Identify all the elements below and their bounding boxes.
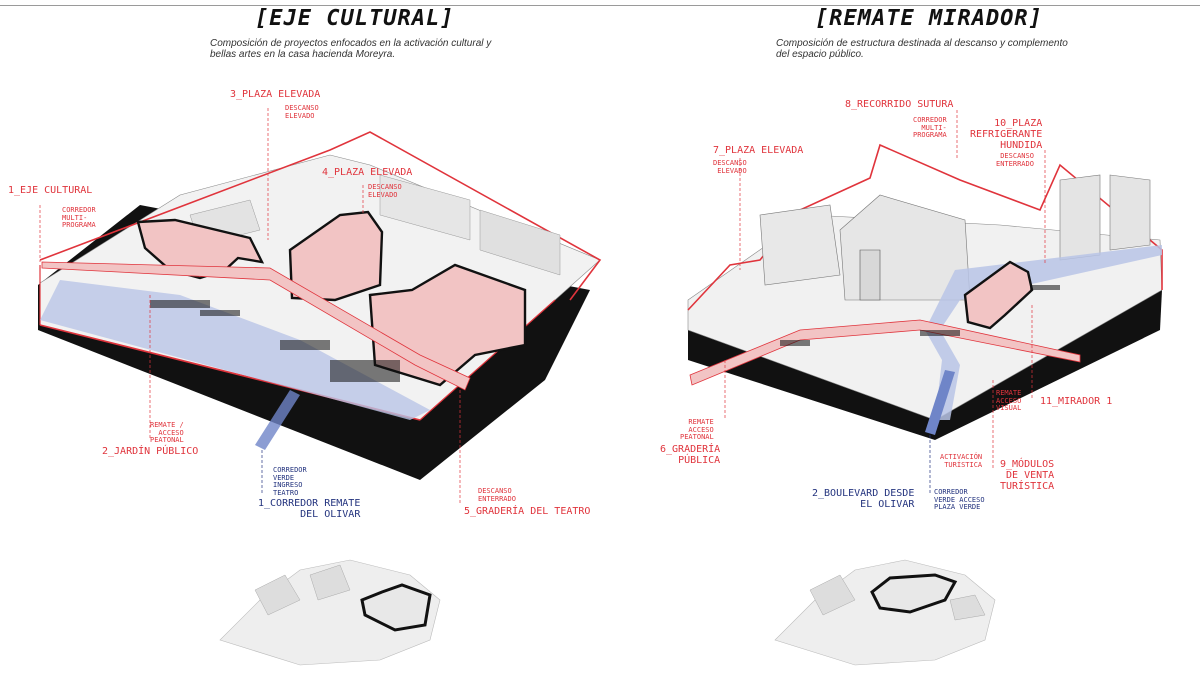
label-corredor-remate: 1_CORREDOR REMATE DEL OLIVAR — [258, 498, 361, 520]
label-boulevard-note: CORREDOR VERDE ACCESO PLAZA VERDE — [934, 488, 985, 511]
left-leader-lines — [39, 108, 461, 505]
label-graderia-teatro: 5_GRADERÍA DEL TEATRO — [464, 506, 591, 517]
left-volume-2 — [288, 210, 384, 302]
label-remate-acceso-visual: REMATE ACCESO VISUAL — [996, 389, 1022, 412]
left-pink-ribbon — [41, 261, 471, 391]
left-volume-1 — [136, 218, 265, 280]
left-axonometric — [38, 131, 602, 480]
label-recorrido-sutura: 8_RECORRIDO SUTURA — [845, 99, 954, 110]
left-subtitle: Composición de proyectos enfocados en la… — [210, 38, 492, 60]
label-mirador: 11_MIRADOR 1 — [1040, 396, 1113, 407]
right-mirador-volume — [963, 260, 1034, 330]
left-blue-plaza — [40, 280, 430, 420]
label-plaza-4-note: DESCANSO ELEVADO — [368, 183, 402, 199]
left-site-boundary — [39, 131, 602, 301]
label-plaza-elevada-4: 4_PLAZA ELEVADA — [322, 167, 413, 178]
label-modulos-venta: 9_MÓDULOS DE VENTA TURÍSTICA — [1000, 459, 1055, 492]
right-title: [REMATE MIRADOR] — [815, 6, 1043, 31]
right-subtitle: Composición de estructura destinada al d… — [776, 38, 1068, 60]
left-key-highlight — [360, 583, 432, 632]
label-jardin-publico: 2_JARDÍN PÚBLICO — [102, 446, 199, 457]
label-activacion-turistica: ACTIVACIÓN TURÍSTICA — [940, 453, 983, 469]
left-crowd — [150, 300, 400, 382]
label-plaza-7-note: DESCANSO ELEVADO — [713, 159, 747, 175]
label-plaza-10-note: DESCANSO ENTERRADO — [996, 152, 1034, 168]
right-pink-path — [689, 319, 1081, 386]
right-crowd — [780, 285, 1060, 346]
left-key-map — [219, 559, 441, 666]
right-leader-lines — [724, 110, 1046, 470]
label-descanso-enterrado-left: DESCANSO ENTERRADO — [478, 487, 516, 503]
right-key-map — [774, 559, 996, 666]
left-title: [EJE CULTURAL] — [255, 6, 455, 31]
label-plaza-refrigerante: 10_PLAZA REFRIGERANTE HUNDIDA — [970, 118, 1043, 151]
right-key-highlight — [870, 573, 958, 614]
label-graderia-publica: 6_GRADERÍA PÚBLICA — [660, 444, 721, 466]
left-blue-corridor — [255, 390, 300, 450]
label-eje-cultural: 1_EJE CULTURAL — [8, 185, 93, 196]
label-plaza-elevada-3: 3_PLAZA ELEVADA — [230, 89, 321, 100]
label-corredor-verde-note: CORREDOR VERDE INGRESO TEATRO — [273, 466, 307, 497]
label-plaza-3-note: DESCANSO ELEVADO — [285, 104, 319, 120]
label-boulevard: 2_BOULEVARD DESDE EL OLIVAR — [812, 488, 915, 510]
right-axonometric — [687, 143, 1163, 440]
top-rule — [0, 5, 1200, 6]
right-blue-corridor — [925, 370, 955, 435]
label-corredor-multiprograma-left: CORREDOR MULTI- PROGRAMA — [62, 206, 96, 229]
label-corredor-multiprograma-right: CORREDOR MULTI- PROGRAMA — [913, 116, 947, 139]
label-plaza-elevada-7: 7_PLAZA ELEVADA — [713, 145, 804, 156]
label-remate-acceso-peatonal: REMATE ACCESO PEATONAL — [680, 418, 714, 441]
right-building-1 — [759, 204, 841, 286]
label-remate-acceso: REMATE / ACCESO PEATONAL — [150, 421, 184, 444]
